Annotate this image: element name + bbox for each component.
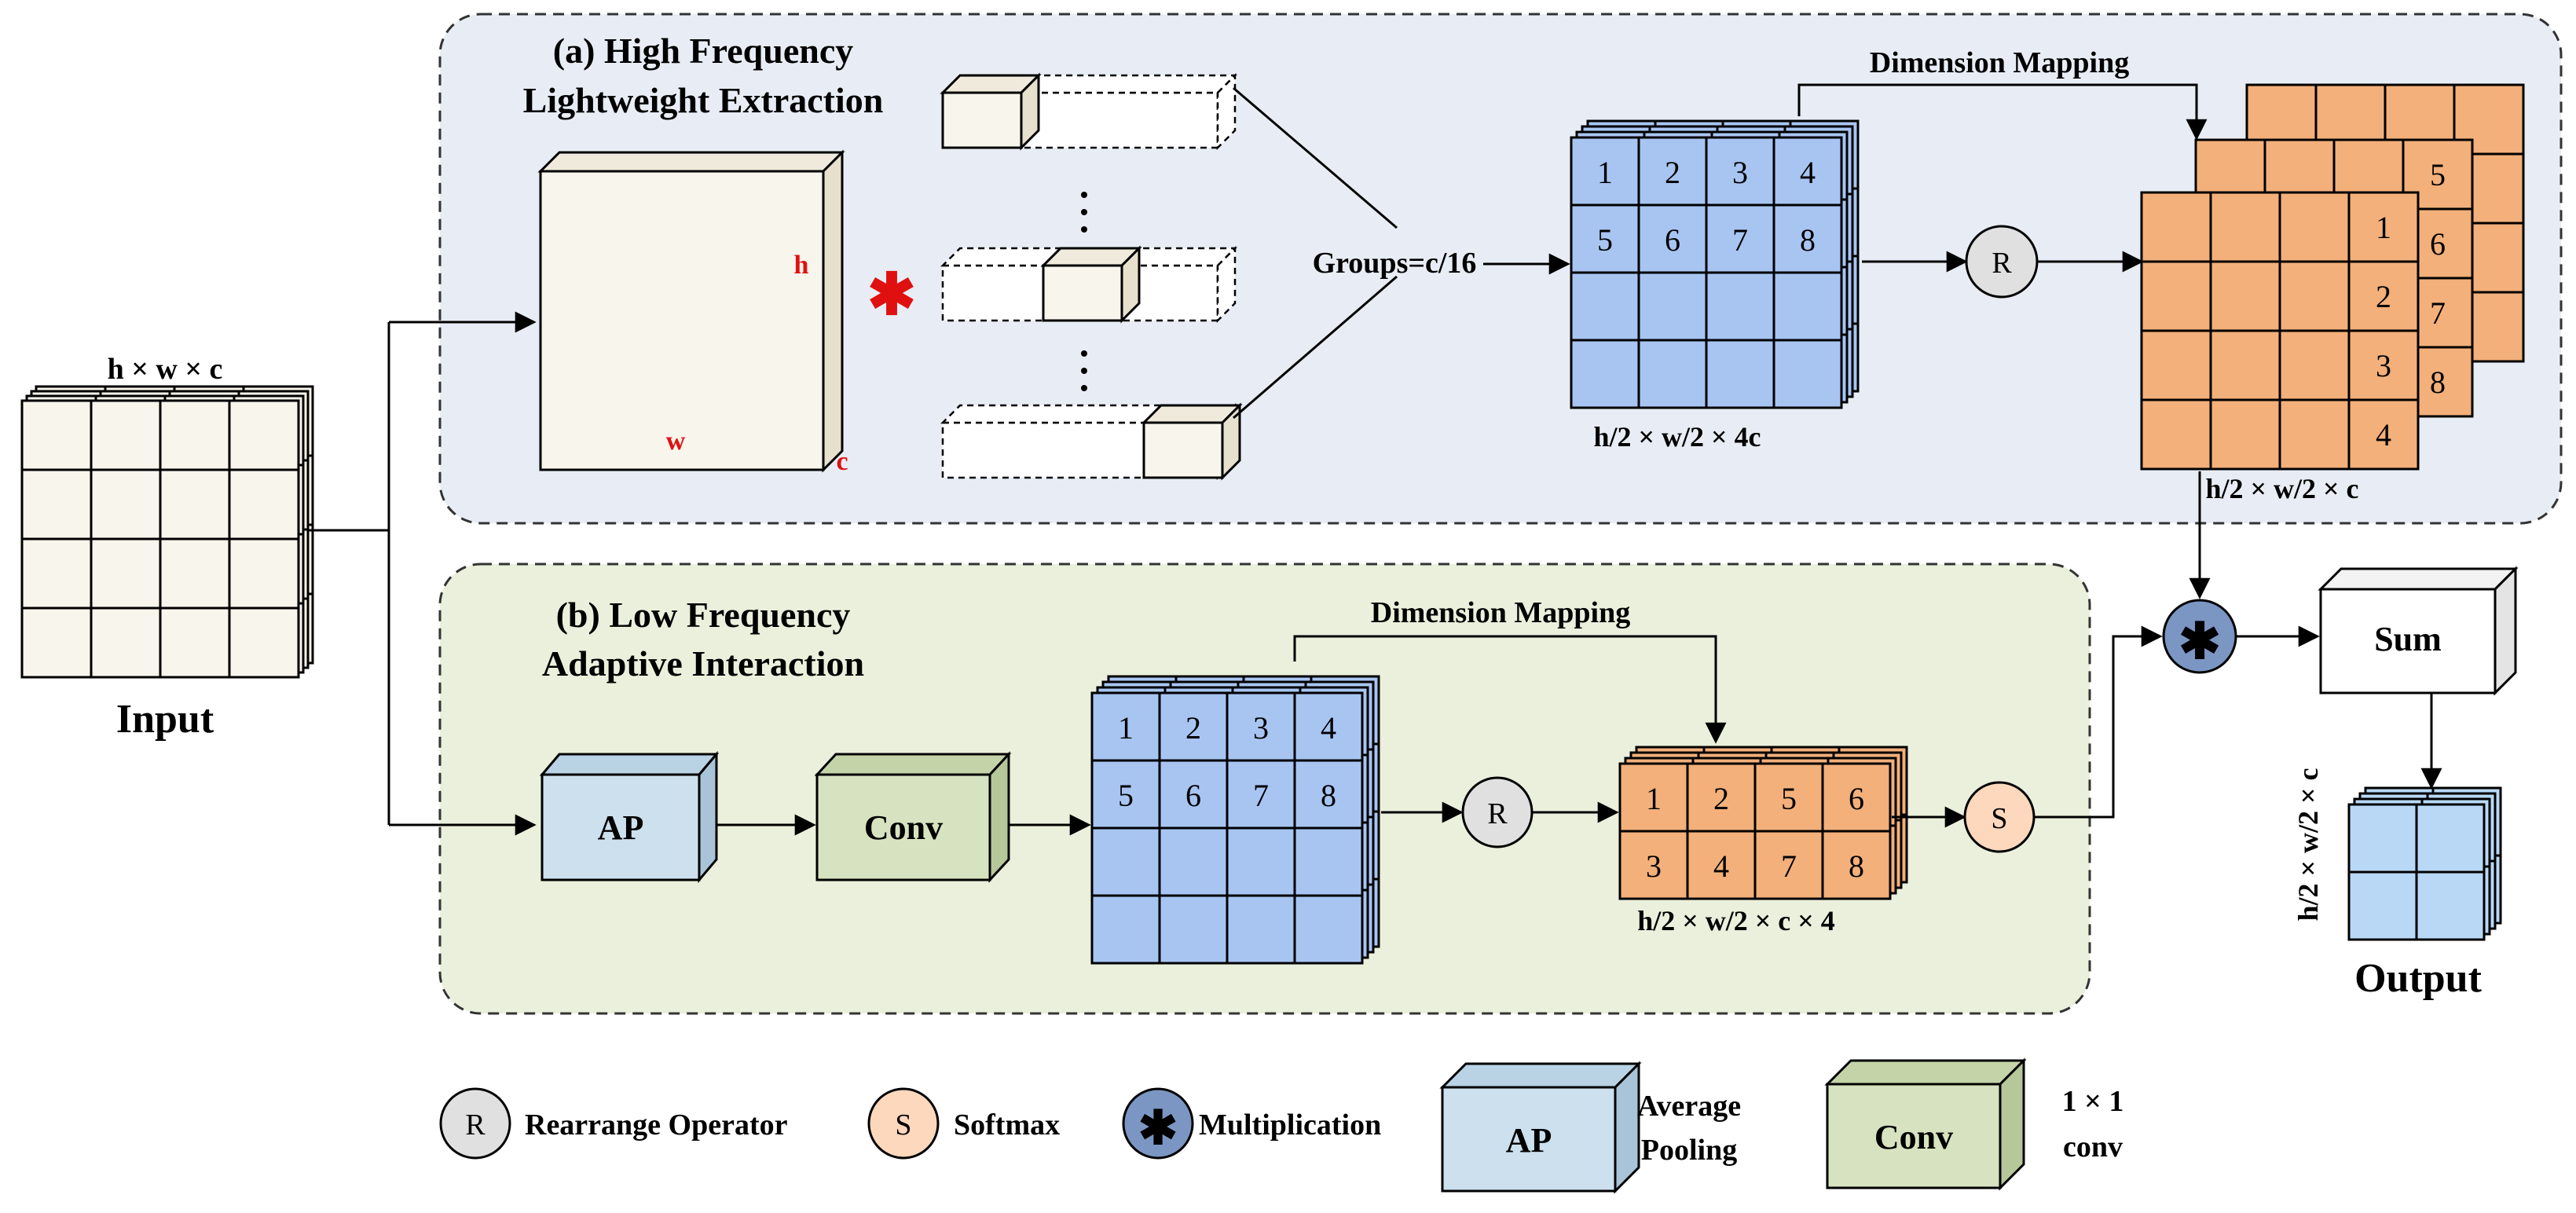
softmax-to-multiply-arrow <box>2034 625 2163 819</box>
legend-rearrange: R Rearrange Operator <box>439 1087 788 1160</box>
high-orange-front-cell: 4 <box>2376 417 2391 453</box>
high-dimension-mapping-arrow <box>1797 83 2208 141</box>
ap-label: AP <box>598 808 644 847</box>
svg-text:S: S <box>1991 802 2007 835</box>
low-orange-grid: 1 2 5 6 3 4 7 8 <box>1618 746 1908 900</box>
low-dimension-mapping-label: Dimension Mapping <box>1371 596 1630 629</box>
high-orange-front-cell: 2 <box>2376 279 2391 314</box>
svg-text:R: R <box>1487 797 1508 830</box>
low-orange-cell: 6 <box>1849 781 1864 816</box>
legend-ap-line1: Average <box>1637 1090 1741 1123</box>
high-grid-cell: 7 <box>1732 222 1748 258</box>
low-orange-cell: 2 <box>1713 781 1729 816</box>
low-grid-cell: 2 <box>1185 710 1201 746</box>
high-rearranged-dims: h/2 × w/2 × c <box>2205 473 2358 504</box>
high-rearrange-operator: R <box>1965 225 2039 299</box>
low-orange-cell: 3 <box>1646 848 1662 884</box>
legend-softmax: S Softmax <box>867 1087 1060 1160</box>
high-blue-grid: 1 2 3 4 5 6 7 8 <box>1570 119 1860 409</box>
high-grid-cell: 6 <box>1665 222 1680 258</box>
svg-text:Conv: Conv <box>1874 1118 1953 1156</box>
legend-conv: Conv 1 × 1 conv <box>1824 1057 2124 1191</box>
sum-block: Sum <box>2318 566 2519 696</box>
legend-rearrange-label: Rearrange Operator <box>525 1109 788 1142</box>
low-blue-grid: 1 2 3 4 5 6 7 8 <box>1090 675 1380 965</box>
svg-text:S: S <box>895 1109 911 1142</box>
input-connectors <box>308 311 537 836</box>
high-dimension-mapping-label: Dimension Mapping <box>1870 46 2129 79</box>
svg-text:R: R <box>1992 247 2012 280</box>
high-orange-back-cell: 7 <box>2430 295 2446 331</box>
input-dims-label: h × w × c <box>108 353 223 386</box>
low-grid-cell: 1 <box>1118 710 1134 746</box>
legend-conv-line2: conv <box>2063 1131 2123 1164</box>
low-grid-cell: 5 <box>1118 778 1134 813</box>
grouped-slices <box>940 72 1243 481</box>
high-grid-cell: 4 <box>1800 155 1816 190</box>
output-caption: Output <box>2354 956 2483 1001</box>
legend-multiplication-label: Multiplication <box>1199 1109 1381 1142</box>
legend: R Rearrange Operator S Softmax ✱ Multipl… <box>439 1057 2124 1194</box>
high-orange-front-cell: 1 <box>2376 210 2391 245</box>
input-caption: Input <box>116 697 214 742</box>
high-orange-front-cell: 3 <box>2376 348 2391 383</box>
legend-softmax-label: Softmax <box>954 1109 1060 1142</box>
high-grid-cell: 2 <box>1665 155 1680 190</box>
softmax-operator: S <box>1963 781 2036 853</box>
sum-label: Sum <box>2374 620 2442 658</box>
legend-ap: AP Average Pooling <box>1439 1061 1741 1194</box>
high-grid-cell: 1 <box>1597 155 1613 190</box>
low-orange-cell: 8 <box>1849 848 1864 884</box>
legend-ap-line2: Pooling <box>1641 1134 1737 1167</box>
svg-text:R: R <box>465 1109 486 1142</box>
high-grid-dims: h/2 × w/2 × 4c <box>1593 421 1761 453</box>
high-orange-grid: 5 6 7 8 1 2 3 4 <box>2140 83 2525 471</box>
kernel-w-label: w <box>666 427 686 456</box>
low-branch-title-2: Adaptive Interaction <box>542 643 864 683</box>
svg-text:AP: AP <box>1506 1121 1552 1160</box>
ap-block: AP <box>539 750 720 884</box>
high-orange-back-cell: 8 <box>2430 365 2446 400</box>
low-orange-cell: 1 <box>1646 781 1662 816</box>
low-branch-title-1: (b) Low Frequency <box>556 595 851 635</box>
low-orange-cell: 4 <box>1713 848 1729 884</box>
svg-text:✱: ✱ <box>2178 614 2221 669</box>
conv-block: Conv <box>814 751 1012 883</box>
low-grid-cell: 7 <box>1253 778 1269 813</box>
low-grid-cell: 4 <box>1321 710 1336 746</box>
low-dimension-mapping-arrow <box>1293 635 1727 744</box>
low-grid-cell: 6 <box>1185 778 1201 813</box>
low-orange-cell: 7 <box>1781 848 1797 884</box>
svg-text:✱: ✱ <box>1138 1102 1178 1154</box>
kernel-cube <box>537 149 845 473</box>
high-grid-cell: 3 <box>1732 155 1748 190</box>
convolution-star-icon: ✱ <box>867 263 916 328</box>
conv-label: Conv <box>864 808 943 847</box>
input-tensor <box>20 385 314 679</box>
legend-conv-line1: 1 × 1 <box>2062 1085 2124 1118</box>
kernel-h-label: h <box>794 251 809 280</box>
high-orange-back-cell: 5 <box>2430 157 2446 192</box>
legend-multiplication: ✱ Multiplication <box>1122 1087 1381 1160</box>
high-grid-cell: 8 <box>1800 222 1816 258</box>
high-grid-cell: 5 <box>1597 222 1613 258</box>
output-tensor <box>2347 786 2502 941</box>
low-rearranged-dims: h/2 × w/2 × c × 4 <box>1637 905 1835 936</box>
multiplication-operator: ✱ <box>2162 599 2237 674</box>
low-rearrange-operator: R <box>1461 776 1534 848</box>
high-orange-back-cell: 6 <box>2430 226 2446 262</box>
group-converge-lines <box>1233 86 1398 420</box>
low-grid-cell: 8 <box>1321 778 1336 813</box>
low-orange-cell: 5 <box>1781 781 1797 816</box>
groups-label: Groups=c/16 <box>1313 247 1477 280</box>
high-branch-title-2: Lightweight Extraction <box>523 80 884 120</box>
output-dims-label: h/2 × w/2 × c <box>2292 768 2324 921</box>
kernel-c-label: c <box>836 447 848 476</box>
high-branch-title-1: (a) High Frequency <box>553 31 853 71</box>
low-grid-cell: 3 <box>1253 710 1269 746</box>
